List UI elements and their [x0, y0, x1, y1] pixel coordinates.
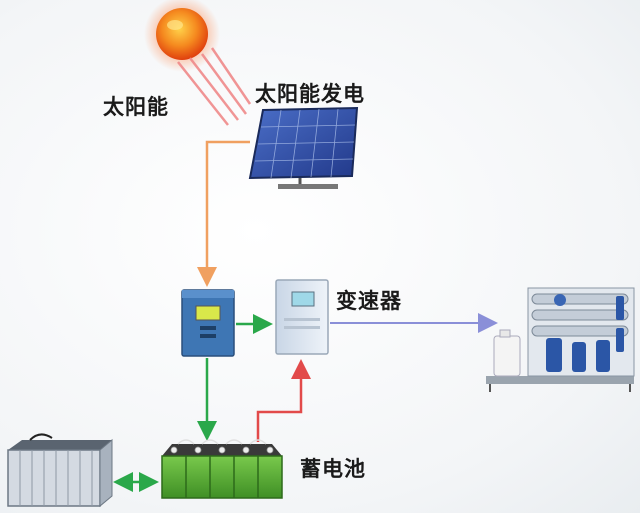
solar-power-generation-label: 太阳能发电 [255, 82, 365, 106]
sun-rays [177, 47, 252, 126]
battery-bank-icon [161, 439, 283, 499]
solar-energy-label: 太阳能 [103, 95, 169, 119]
speed-changer-label: 变速器 [336, 289, 402, 313]
controller-icon [181, 289, 235, 357]
solar-flow-arrow [197, 140, 250, 287]
battery-box-icon [7, 433, 113, 508]
discharge-flow-arrow [256, 359, 311, 442]
water-treatment-machine-icon [486, 287, 635, 392]
battery-storage-label: 蓄电池 [300, 457, 366, 481]
solar-panel-icon [248, 106, 359, 189]
sun-icon [144, 0, 220, 72]
inverter-icon [275, 279, 329, 355]
